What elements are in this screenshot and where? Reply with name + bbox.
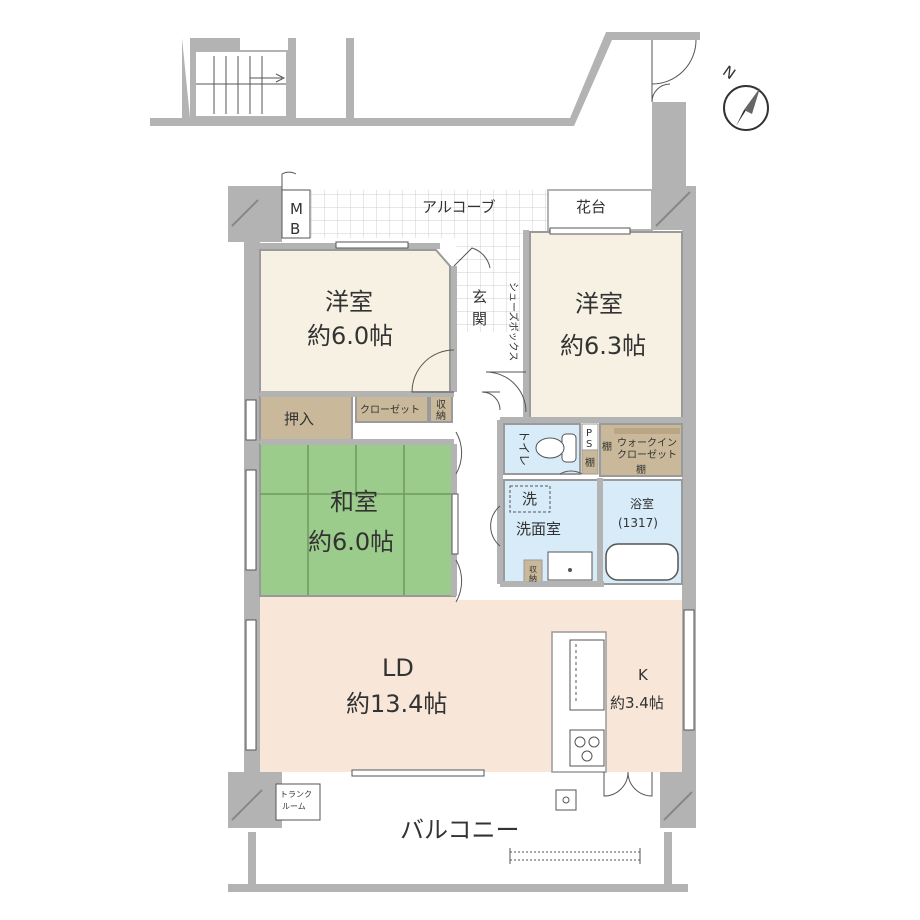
storage-label-2a: 収 (529, 564, 537, 574)
storage-label-1a: 収 (436, 399, 446, 411)
meter-box-label-m: M (290, 200, 303, 218)
shelf-1 (581, 449, 599, 475)
entrance-label-2: 関 (472, 310, 487, 328)
flower-stand-label: 花台 (576, 198, 606, 216)
toilet-fixture-icon (535, 433, 577, 463)
shelf-label-wic-left: 棚 (602, 440, 612, 453)
windows (245, 227, 695, 777)
living-dining (260, 596, 682, 772)
walk-in-shelf (614, 428, 680, 434)
meter-box-label-b: B (290, 220, 300, 238)
stair-hall (150, 32, 700, 126)
japanese-room (259, 443, 453, 597)
walk-in-label-2: クローゼット (617, 449, 677, 461)
washer-label: 洗 (522, 490, 537, 508)
shelf-label-toilet: 棚 (585, 456, 595, 469)
japanese-room-area: 約6.0帖 (308, 528, 394, 556)
western-room-2-name: 洋室 (575, 290, 623, 318)
western-room-2 (529, 231, 683, 421)
stove-burner-icon (581, 750, 593, 762)
stove-burner-icon (574, 736, 586, 748)
bathroom-size-label: (1317) (618, 516, 658, 530)
washer-space (509, 485, 551, 513)
interior-walls (260, 230, 686, 596)
balcony-label: バルコニー (400, 816, 520, 844)
shelf-label-wic-bottom: 棚 (636, 463, 646, 476)
compass-icon (723, 85, 769, 131)
oshiire (259, 395, 353, 441)
sliding-door (451, 493, 459, 555)
bathroom-label: 浴室 (630, 496, 654, 511)
oshiire-label: 押入 (284, 410, 314, 428)
bathtub-icon (605, 543, 679, 581)
walk-in-label-1: ウォークイン (617, 437, 677, 449)
ld-name: LD (382, 654, 414, 682)
sink-drain-icon (568, 568, 572, 572)
western-room-1 (259, 249, 451, 393)
ld-area: 約13.4帖 (346, 690, 447, 718)
ps-label-s: S (586, 439, 592, 450)
trunk-room-label-1: トランク (280, 790, 312, 799)
western-room-2-area: 約6.3帖 (560, 332, 646, 360)
kitchen-name: K (638, 666, 649, 684)
storage-label-2b: 納 (529, 573, 537, 583)
trunk-room-label-2: ルーム (282, 802, 306, 811)
japanese-room-name: 和室 (330, 488, 378, 516)
vanity-sink (547, 551, 593, 581)
ps-label-p: P (586, 428, 592, 439)
stove-burner-icon (588, 736, 600, 748)
shoe-box-label: シューズボックス (507, 282, 520, 361)
washroom-label: 洗面室 (516, 520, 561, 538)
toilet-label: トイレ (517, 430, 531, 466)
balcony-area (275, 783, 641, 864)
entrance-label-1: 玄 (472, 288, 487, 306)
doors (411, 247, 653, 797)
alcove-label: アルコーブ (422, 198, 496, 216)
western-room-1-area: 約6.0帖 (307, 322, 393, 350)
western-room-1-name: 洋室 (325, 288, 373, 316)
storage-label-1b: 納 (436, 409, 446, 422)
kitchen-area: 約3.4帖 (610, 694, 664, 712)
compass-n-label: N (719, 62, 739, 83)
closet-label: クローゼット (360, 404, 420, 416)
kitchen-counter (551, 631, 607, 773)
closet-1 (355, 395, 429, 423)
